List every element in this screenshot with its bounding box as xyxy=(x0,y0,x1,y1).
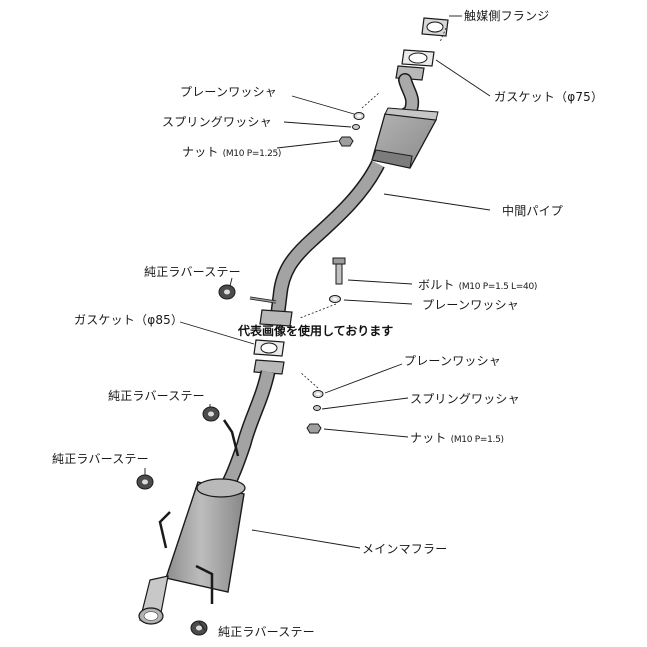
representative-image-notice: 代表画像を使用しております xyxy=(238,324,394,338)
spring-washer-1-shape xyxy=(352,124,360,130)
main-muffler-label: メインマフラー xyxy=(362,542,448,556)
nut-2-spec: (M10 P=1.5) xyxy=(450,435,504,445)
spring-washer-2-shape xyxy=(313,405,321,411)
spring-washer-2-label: スプリングワッシャ xyxy=(410,392,520,406)
bolt-guide-line xyxy=(299,303,337,319)
rubber-stay-1-shape xyxy=(218,284,236,300)
rubber-stay-2-shape xyxy=(202,406,220,422)
gasket-75 xyxy=(401,49,435,67)
bolt-name: ボルト xyxy=(418,278,455,292)
spring-washer-1-label: スプリングワッシャ xyxy=(162,115,272,129)
plain-washer-1-label: プレーンワッシャ xyxy=(180,85,278,99)
plain-washer-1-shape xyxy=(353,112,365,120)
bolt-spec: (M10 P=1.5 L=40) xyxy=(458,282,538,292)
center-pipe-label: 中間パイプ xyxy=(502,204,564,218)
nut-1-spec: (M10 P=1.25) xyxy=(222,149,282,159)
leader-lines xyxy=(144,15,491,631)
plain-washer-2-label: プレーンワッシャ xyxy=(422,298,520,312)
catalyst-flange-label: 触媒側フランジ xyxy=(464,9,550,23)
nut-2-label: ナット (M10 P=1.5) xyxy=(410,431,504,447)
bolt-shape xyxy=(332,257,346,285)
nut-1-shape xyxy=(338,136,354,147)
gasket-85 xyxy=(253,339,285,357)
gasket-75-label: ガスケット（φ75） xyxy=(494,90,604,104)
rubber-stay-3-label: 純正ラバーステー xyxy=(52,452,149,466)
rubber-stay-4-label: 純正ラバーステー xyxy=(218,625,315,639)
nut-1-label: ナット (M10 P=1.25) xyxy=(182,145,281,161)
plain-washer-2-shape xyxy=(329,295,341,303)
rubber-stay-1-label: 純正ラバーステー xyxy=(144,265,241,279)
stud-guide-line xyxy=(361,91,381,109)
nut-2-shape xyxy=(306,423,322,434)
plain-washer-3-shape xyxy=(312,390,324,398)
main-muffler-assembly xyxy=(138,359,285,625)
nut-guide-line xyxy=(299,371,319,389)
rubber-stay-4-shape xyxy=(190,620,208,636)
nut-2-name: ナット xyxy=(410,431,447,445)
gasket-85-label: ガスケット（φ85） xyxy=(74,313,184,327)
nut-1-name: ナット xyxy=(182,145,219,159)
bolt-label: ボルト (M10 P=1.5 L=40) xyxy=(418,278,537,294)
rubber-stay-2-label: 純正ラバーステー xyxy=(108,389,205,403)
plain-washer-3-label: プレーンワッシャ xyxy=(404,354,502,368)
catalyst-flange xyxy=(421,17,449,43)
rubber-stay-3-shape xyxy=(136,474,154,490)
center-pipe xyxy=(249,73,439,327)
